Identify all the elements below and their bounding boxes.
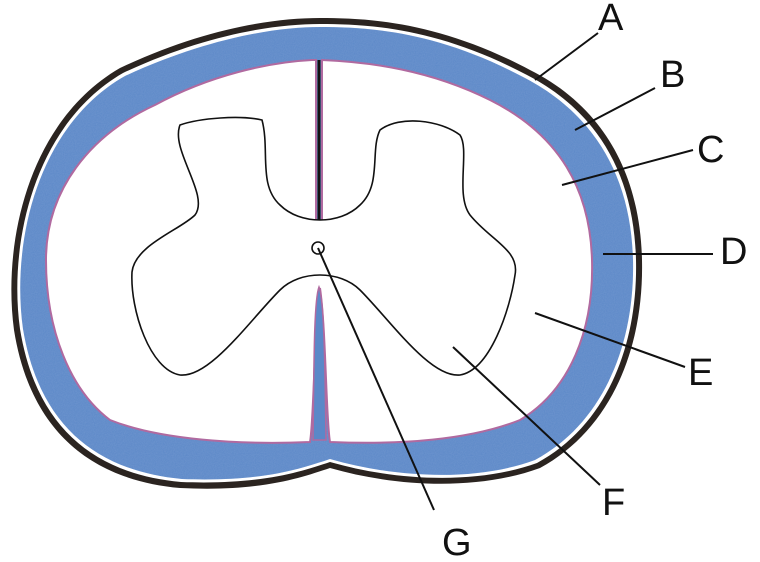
label-a: A [598, 0, 624, 39]
leader-lines [317, 32, 713, 511]
label-f: F [602, 482, 625, 524]
label-e: E [688, 352, 713, 394]
label-c: C [697, 129, 724, 171]
anterior-median-fissure [312, 284, 327, 441]
label-b: B [660, 54, 685, 96]
label-g: G [442, 522, 472, 562]
label-d: D [720, 231, 747, 273]
